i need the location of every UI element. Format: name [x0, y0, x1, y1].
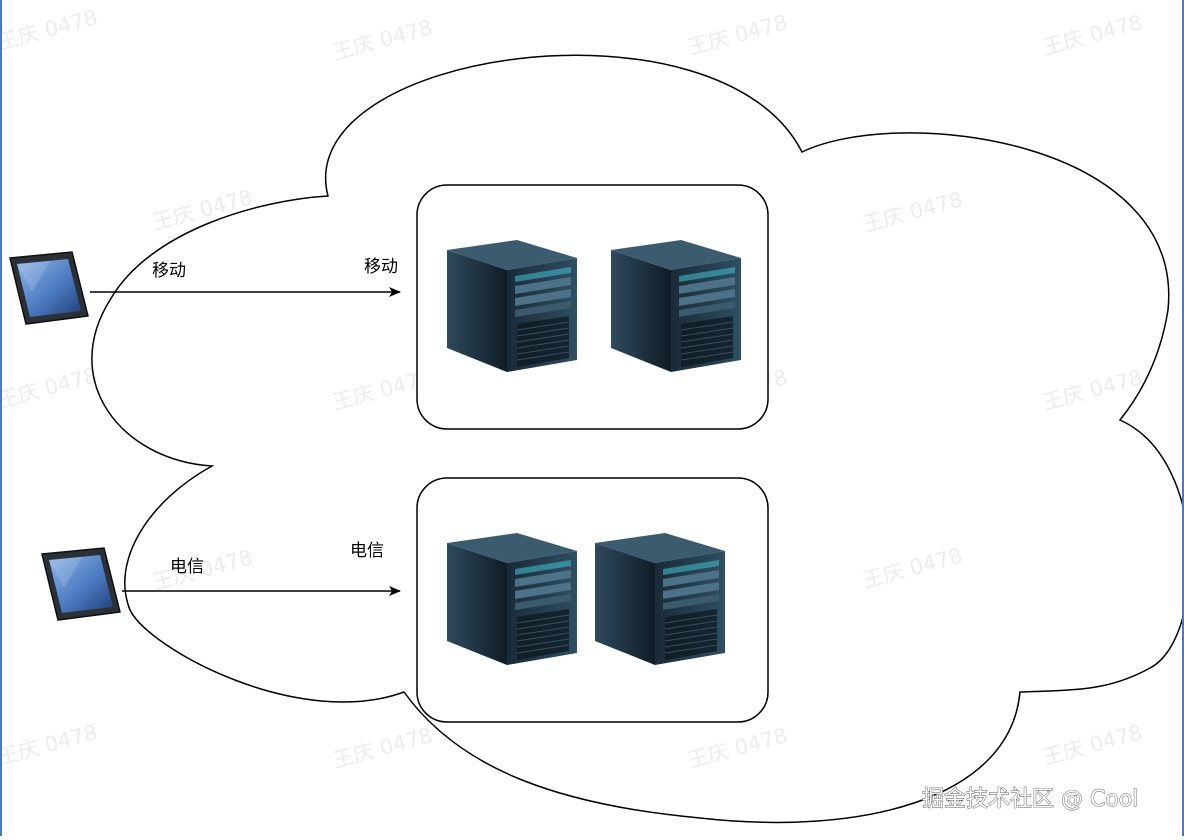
label-mobile-edge: 移动	[152, 261, 186, 281]
watermark: 王庆 0478	[330, 723, 435, 773]
server-tower-icon	[446, 532, 578, 666]
watermark: 王庆 0478	[1040, 10, 1145, 60]
watermark: 王庆 0478	[0, 363, 100, 413]
server-tower-icon	[446, 239, 578, 373]
watermark: 王庆 0478	[0, 720, 100, 770]
right-frame-edge	[1182, 0, 1184, 836]
watermark: 王庆 0478	[860, 543, 965, 593]
server-tower-icon	[610, 239, 742, 373]
watermark: 王庆 0478	[685, 10, 790, 60]
watermark: 王庆 0478	[860, 187, 965, 237]
footer-credit: 掘金技术社区 @ Cool	[922, 787, 1138, 812]
label-telecom-edge: 电信	[170, 557, 204, 577]
server-tower-icon	[594, 532, 726, 666]
watermark: 王庆 0478	[0, 5, 100, 55]
watermark: 王庆 0478	[685, 723, 790, 773]
tablet-icon	[41, 547, 121, 621]
cloud-outline	[91, 54, 1184, 824]
watermark: 王庆 0478	[1040, 720, 1145, 770]
watermark: 王庆 0478	[330, 15, 435, 65]
label-telecom-server: 电信	[350, 541, 384, 561]
watermark: 王庆 0478	[150, 185, 255, 235]
label-mobile-server: 移动	[364, 257, 398, 277]
left-frame-edge	[0, 0, 2, 836]
tablet-icon	[9, 251, 89, 325]
